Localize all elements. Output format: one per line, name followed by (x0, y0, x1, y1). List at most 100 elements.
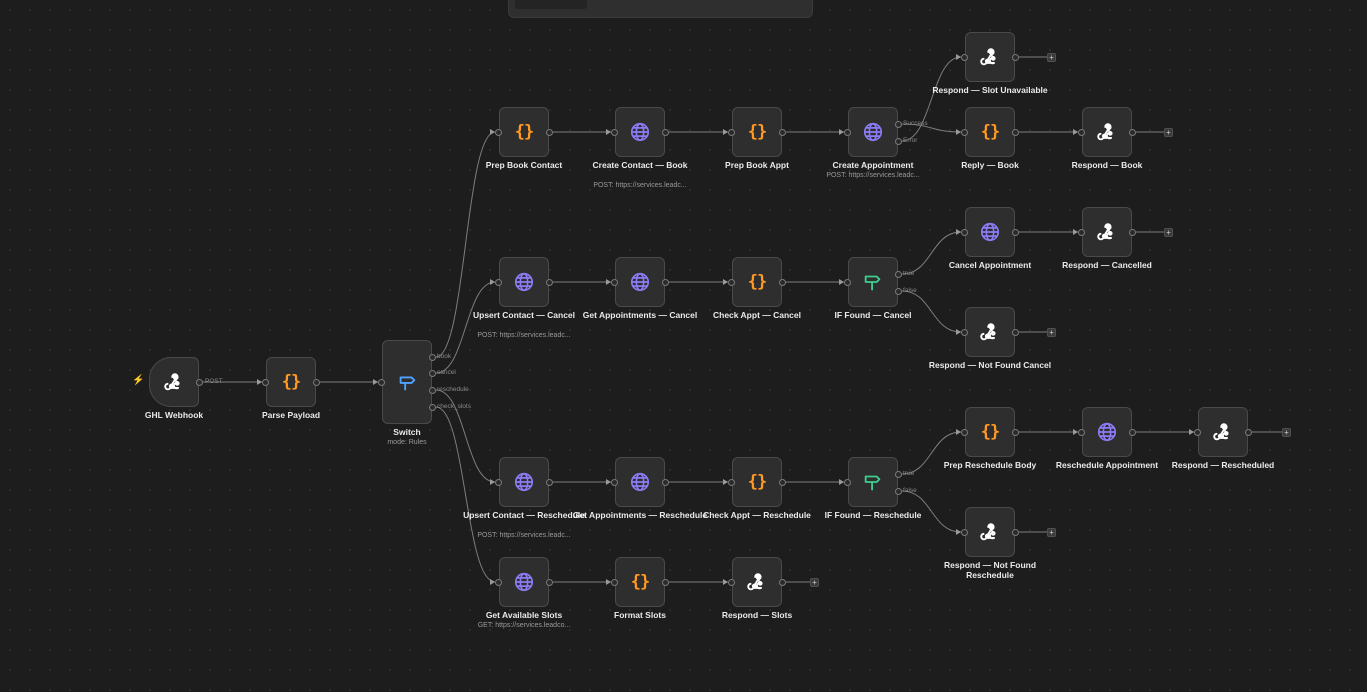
node-prep-reschedule-body[interactable]: {} (965, 407, 1015, 457)
node-create-contact-book[interactable] (615, 107, 665, 157)
output-port[interactable] (429, 353, 436, 361)
node-respond-rescheduled[interactable] (1198, 407, 1248, 457)
input-port[interactable] (495, 278, 502, 286)
input-port[interactable] (844, 128, 851, 136)
output-port[interactable] (662, 128, 669, 136)
input-port[interactable] (262, 378, 269, 386)
input-port[interactable] (611, 478, 618, 486)
node-if-found-cancel[interactable] (848, 257, 898, 307)
node-reschedule-appointment[interactable] (1082, 407, 1132, 457)
output-port[interactable] (429, 369, 436, 377)
output-port[interactable] (895, 487, 902, 495)
output-port[interactable] (546, 578, 553, 586)
node-get-appointments-reschedule[interactable] (615, 457, 665, 507)
output-port[interactable] (1012, 53, 1019, 61)
node-respond-book[interactable] (1082, 107, 1132, 157)
node-create-appointment[interactable] (848, 107, 898, 157)
output-port[interactable] (779, 278, 786, 286)
node-get-available-slots[interactable] (499, 557, 549, 607)
output-port[interactable] (546, 278, 553, 286)
node-respond-slots[interactable] (732, 557, 782, 607)
output-port[interactable] (429, 403, 436, 411)
input-port[interactable] (1078, 228, 1085, 236)
output-port[interactable] (895, 270, 902, 278)
output-port[interactable] (779, 578, 786, 586)
input-port[interactable] (961, 528, 968, 536)
input-port[interactable] (495, 578, 502, 586)
input-port[interactable] (611, 128, 618, 136)
output-port[interactable] (1012, 528, 1019, 536)
node-check-appt-reschedule[interactable]: {} (732, 457, 782, 507)
input-port[interactable] (611, 578, 618, 586)
node-reply-book[interactable]: {} (965, 107, 1015, 157)
node-switch[interactable] (382, 340, 432, 424)
add-node-button[interactable]: + (1047, 527, 1056, 537)
node-upsert-contact-cancel[interactable] (499, 257, 549, 307)
input-port[interactable] (728, 478, 735, 486)
node-label: Format Slots (614, 610, 666, 620)
output-port[interactable] (1012, 128, 1019, 136)
output-port[interactable] (895, 470, 902, 478)
input-port[interactable] (961, 128, 968, 136)
add-node-button[interactable]: + (1282, 427, 1291, 437)
output-port[interactable] (1012, 228, 1019, 236)
output-label: false (903, 487, 917, 494)
node-respond-cancelled[interactable] (1082, 207, 1132, 257)
output-port[interactable] (1245, 428, 1252, 436)
add-node-button[interactable]: + (1164, 127, 1173, 137)
node-if-found-reschedule[interactable] (848, 457, 898, 507)
output-port[interactable] (1012, 428, 1019, 436)
output-port[interactable] (313, 378, 320, 386)
input-port[interactable] (728, 128, 735, 136)
node-ghl-webhook[interactable] (149, 357, 199, 407)
output-port[interactable] (1129, 128, 1136, 136)
input-port[interactable] (611, 278, 618, 286)
node-upsert-contact-reschedule[interactable] (499, 457, 549, 507)
input-port[interactable] (1078, 428, 1085, 436)
add-node-button[interactable]: + (1164, 227, 1173, 237)
output-port[interactable] (779, 128, 786, 136)
output-port[interactable] (1012, 328, 1019, 336)
output-port[interactable] (546, 478, 553, 486)
add-node-button[interactable]: + (1047, 52, 1056, 62)
output-port[interactable] (895, 120, 902, 128)
output-port[interactable] (662, 578, 669, 586)
input-port[interactable] (961, 228, 968, 236)
output-port[interactable] (662, 478, 669, 486)
node-respond-not-found-reschedule[interactable] (965, 507, 1015, 557)
output-port[interactable] (1129, 428, 1136, 436)
node-check-appt-cancel[interactable]: {} (732, 257, 782, 307)
node-format-slots[interactable]: {} (615, 557, 665, 607)
input-port[interactable] (961, 53, 968, 61)
add-node-button[interactable]: + (810, 577, 819, 587)
input-port[interactable] (961, 328, 968, 336)
input-port[interactable] (378, 378, 385, 386)
toolbar-segment[interactable] (515, 0, 587, 9)
add-node-button[interactable]: + (1047, 327, 1056, 337)
node-cancel-appointment[interactable] (965, 207, 1015, 257)
input-port[interactable] (844, 478, 851, 486)
input-port[interactable] (1194, 428, 1201, 436)
output-port[interactable] (1129, 228, 1136, 236)
output-port[interactable] (895, 137, 902, 145)
input-port[interactable] (961, 428, 968, 436)
input-port[interactable] (495, 478, 502, 486)
node-respond-slot-unavailable[interactable] (965, 32, 1015, 82)
output-port[interactable] (779, 478, 786, 486)
output-port[interactable] (662, 278, 669, 286)
node-parse-payload[interactable]: {} (266, 357, 316, 407)
node-prep-book-appt[interactable]: {} (732, 107, 782, 157)
node-respond-not-found-cancel[interactable] (965, 307, 1015, 357)
output-port[interactable] (895, 287, 902, 295)
node-get-appointments-cancel[interactable] (615, 257, 665, 307)
output-port[interactable] (196, 378, 203, 386)
output-port[interactable] (546, 128, 553, 136)
input-port[interactable] (1078, 128, 1085, 136)
input-port[interactable] (728, 278, 735, 286)
input-port[interactable] (844, 278, 851, 286)
input-port[interactable] (728, 578, 735, 586)
input-port[interactable] (495, 128, 502, 136)
node-subtitle: POST: https://services.leadc... (477, 532, 571, 539)
node-prep-book-contact[interactable]: {} (499, 107, 549, 157)
output-port[interactable] (429, 386, 436, 394)
